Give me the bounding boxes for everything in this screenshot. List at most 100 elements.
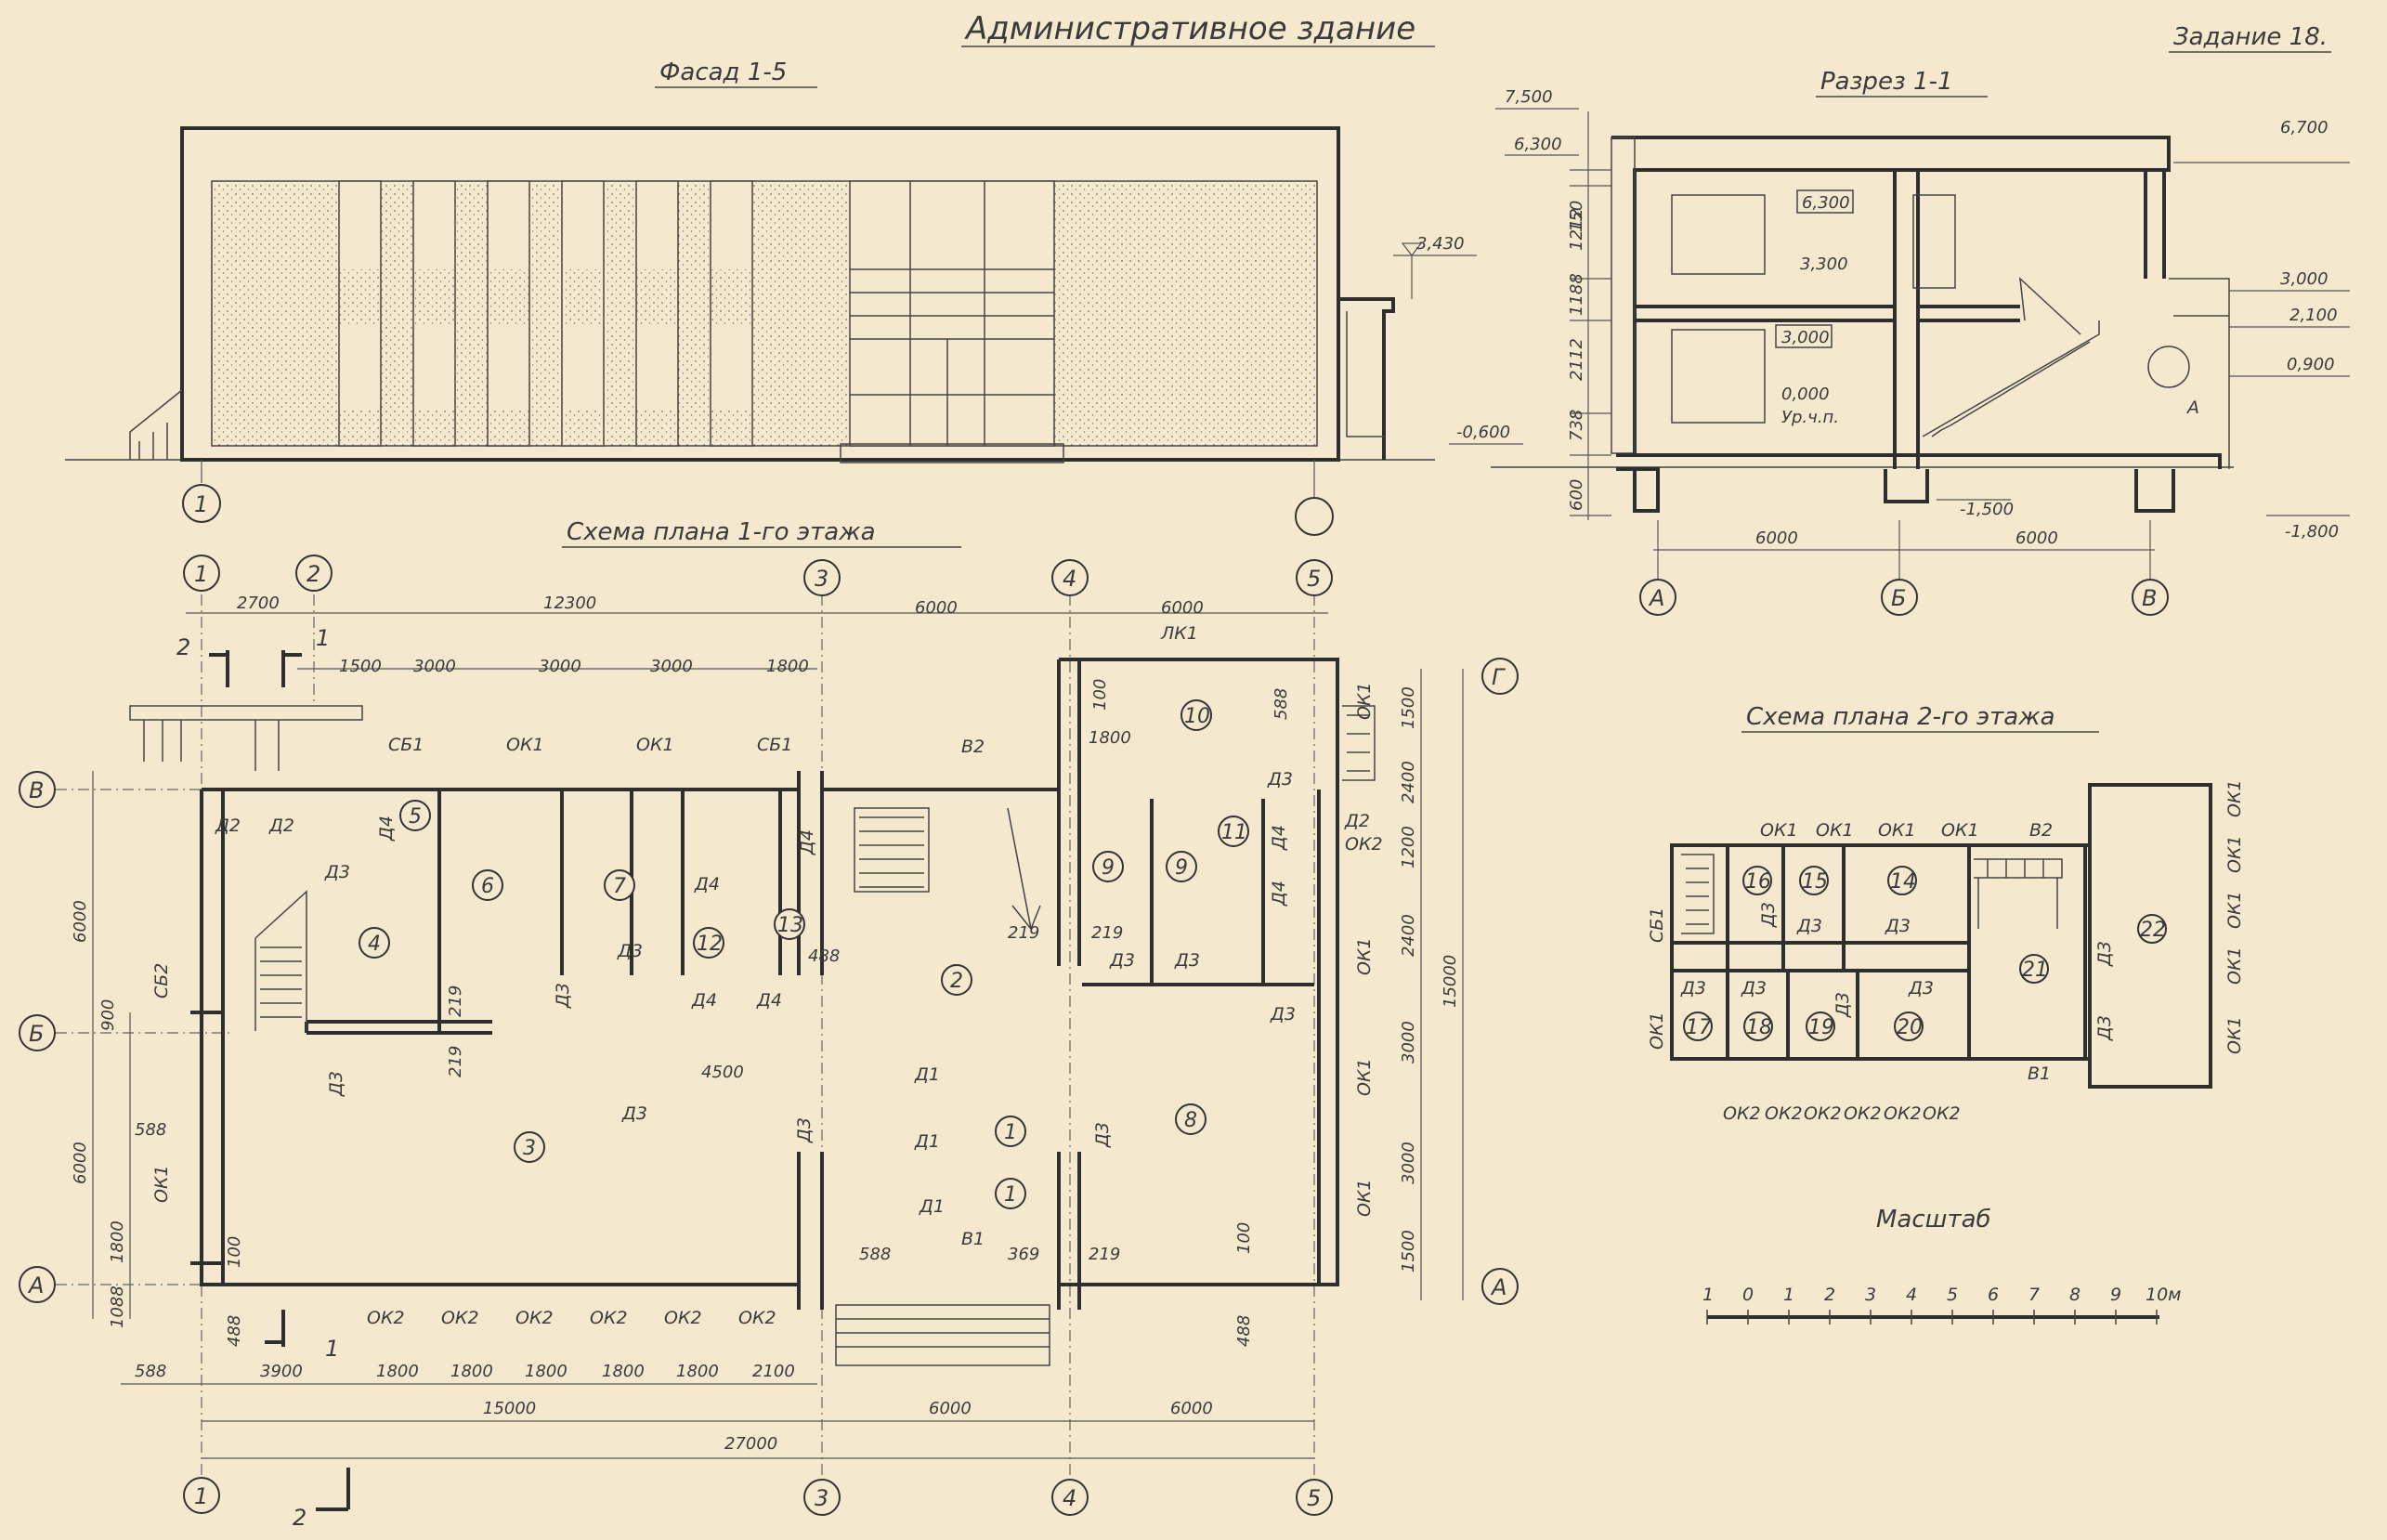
plan1-axis-top-1-label: 1 xyxy=(194,561,208,587)
plan1-window-ok2-b: ОК2 xyxy=(441,1308,479,1328)
section-height-600: 600 xyxy=(1567,479,1586,511)
plan1-door-d3-b: Д3 xyxy=(617,941,643,961)
plan2-door-d3-d: Д3 xyxy=(1680,978,1706,998)
plan1-dim-right-2400-b: 2400 xyxy=(1399,914,1418,957)
section-axis-a-label: А xyxy=(1648,585,1664,611)
plan1-dim-inner-219-b: 219 xyxy=(1091,923,1123,943)
plan1-axis-bottom-4 xyxy=(1051,1479,1089,1516)
facade-window-strips xyxy=(338,180,753,447)
plan1-window-ok1-left: ОК1 xyxy=(151,1165,172,1203)
plan1-room-4: 4 xyxy=(368,933,381,956)
plan1-dim-top-2700: 2700 xyxy=(237,594,280,613)
plan1-window-ok2-e: ОК2 xyxy=(664,1308,702,1328)
plan1-room-6: 6 xyxy=(481,875,494,898)
section-level-6300-left: 6,300 xyxy=(1514,135,1562,154)
plan1-label-lk1: ЛК1 xyxy=(1160,623,1198,644)
plan2-label-v2: В2 xyxy=(2029,820,2053,841)
plan2-door-d3-c: Д3 xyxy=(1885,916,1911,936)
plan2-window-ok1-a: ОК1 xyxy=(1760,820,1798,841)
plan2-window-ok2-c: ОК2 xyxy=(1804,1103,1842,1124)
plan2-room-21: 21 xyxy=(2022,959,2048,982)
plan1-dim-right-3000-a: 3000 xyxy=(1399,1021,1418,1064)
plan1-dim-top-3000-c: 3000 xyxy=(650,657,693,676)
scale-tick-4: 4 xyxy=(1906,1285,1917,1305)
plan1-dim-left-6000-a: 6000 xyxy=(71,900,90,943)
section-height-1212: 1212 xyxy=(1567,208,1586,251)
plan2-room-14: 14 xyxy=(1890,870,1916,894)
plan2-door-d3-f: Д3 xyxy=(1833,992,1853,1018)
section-title: Разрез 1-1 xyxy=(1820,68,1953,96)
plan2-window-ok2-b: ОК2 xyxy=(1765,1103,1803,1124)
plan2-window-ok1-c: ОК1 xyxy=(1878,820,1916,841)
plan1-room-1-b: 1 xyxy=(1004,1183,1017,1207)
section-level-3000-inner: 3,000 xyxy=(1781,328,1830,347)
plan1-dim-inner-219-c: 219 xyxy=(1089,1245,1120,1264)
plan1-axis-a-left-label: А xyxy=(27,1272,44,1299)
plan1-axis-bottom-3 xyxy=(803,1479,841,1516)
plan2-room-22: 22 xyxy=(2140,919,2166,942)
section-level-0000: 0,000 xyxy=(1781,385,1830,404)
scale-tick-2: 2 xyxy=(1824,1285,1835,1305)
plan1-dim-bottom-27000: 27000 xyxy=(724,1434,777,1454)
plan1-dim-bottom-1800-b: 1800 xyxy=(450,1362,493,1381)
plan1-dim-inner-488-a: 488 xyxy=(808,946,840,966)
plan1-axis-top-4 xyxy=(1051,559,1089,596)
plan1-axis-v-label: В xyxy=(29,777,44,803)
plan2-room-16: 16 xyxy=(1745,870,1771,894)
plan2-room-19: 19 xyxy=(1808,1016,1834,1039)
plan1-door-d3-e: Д3 xyxy=(1174,950,1200,971)
scale-tick-1-left: 1 xyxy=(1702,1285,1714,1305)
plan1-dim-top-1500: 1500 xyxy=(339,657,382,676)
scale-tick-0: 0 xyxy=(1742,1285,1754,1305)
facade-axis-1-label: 1 xyxy=(194,491,208,517)
plan1-axis-top-4-label: 4 xyxy=(1063,566,1076,592)
scale-bar: 1 0 1 2 3 4 5 6 7 8 9 10м xyxy=(1702,1285,2182,1325)
plan1-window-ok1-right-d: ОК1 xyxy=(1354,1179,1375,1217)
scale-tick-9: 9 xyxy=(2110,1285,2121,1305)
section-node-a: А xyxy=(2185,398,2199,418)
plan2-window-sb1: СБ1 xyxy=(1647,907,1667,943)
plan1-axis-top-5-label: 5 xyxy=(1307,566,1321,592)
section-level-6700: 6,700 xyxy=(2280,118,2328,137)
plan1-axis-bottom-5 xyxy=(1296,1479,1333,1516)
plan1-dim-bottom-1800-a: 1800 xyxy=(376,1362,419,1381)
plan1-room-8: 8 xyxy=(1184,1109,1197,1132)
section-level-minus-1800: -1,800 xyxy=(2285,522,2339,542)
plan1-window-ok1-right-a: ОК1 xyxy=(1354,682,1375,720)
plan1-door-d4-c: Д4 xyxy=(691,990,717,1011)
section-span-2: 6000 xyxy=(2015,529,2058,548)
plan2-room-18: 18 xyxy=(1746,1016,1772,1039)
plan1-room-12: 12 xyxy=(697,933,723,956)
section-level-minus-0600: -0,600 xyxy=(1456,423,1510,442)
plan1-axis-bottom-1-label: 1 xyxy=(194,1483,208,1509)
plan1-dim-left-6000-b: 6000 xyxy=(71,1142,90,1184)
plan1-room-9-a: 9 xyxy=(1102,856,1115,880)
plan1-window-sb1-a: СБ1 xyxy=(388,735,424,755)
plan1-dim-top-3000-a: 3000 xyxy=(413,657,456,676)
section-level-6300-inner: 6,300 xyxy=(1802,193,1850,213)
section-axis-b-label: Б xyxy=(1891,585,1906,611)
plan1-axis-v xyxy=(19,771,56,808)
plan2-window-ok1-right-b: ОК1 xyxy=(2224,835,2245,873)
plan1-dim-inner-219-a: 219 xyxy=(1008,923,1039,943)
plan1-window-ok1-b: ОК1 xyxy=(636,735,674,755)
plan1-door-d2-c: Д2 xyxy=(1344,811,1370,831)
plan1-window-ok1-a: ОК1 xyxy=(506,735,544,755)
plan1-cut-1-top: 1 xyxy=(316,625,330,651)
section-span-1: 6000 xyxy=(1755,529,1798,548)
plan1-dim-right-2400-a: 2400 xyxy=(1399,761,1418,803)
section-height-150: 150 xyxy=(1567,201,1586,232)
plan1-axis-g-label: Г xyxy=(1492,664,1506,690)
section-axis-b xyxy=(1881,579,1918,616)
plan1-axis-bottom-1 xyxy=(183,1477,220,1514)
plan1-axis-a-right xyxy=(1481,1268,1519,1305)
plan1-dim-top-6000-a: 6000 xyxy=(915,598,958,618)
plan1-dim-right-3000-b: 3000 xyxy=(1399,1142,1418,1184)
plan1-dim-inner-588-b: 588 xyxy=(1272,688,1291,720)
scale-tick-10m: 10м xyxy=(2146,1285,2182,1305)
plan1-dim-bottom-2100: 2100 xyxy=(752,1362,795,1381)
plan1-window-sb1-b: СБ1 xyxy=(757,735,792,755)
scale-title: Масштаб xyxy=(1876,1206,1991,1233)
scale-tick-1: 1 xyxy=(1783,1285,1794,1305)
plan1-axis-bottom-3-label: 3 xyxy=(815,1485,828,1511)
